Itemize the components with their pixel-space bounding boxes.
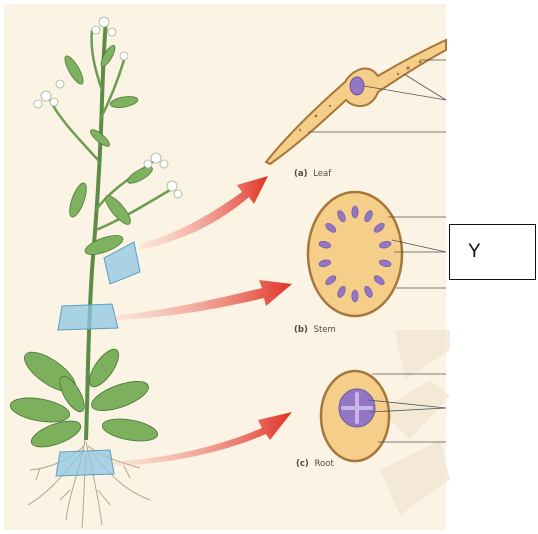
stem-vascular-bundle: [352, 290, 358, 302]
root-label: (c) Root: [296, 459, 334, 469]
root-section-plane: [56, 450, 114, 476]
leaf-label: (a) Leaf: [294, 169, 332, 179]
stem-label-letter: (b): [294, 325, 308, 335]
leaf-label-name: Leaf: [313, 169, 332, 179]
answer-box: Y: [449, 224, 536, 280]
root-label-name: Root: [315, 459, 335, 469]
leaf-label-letter: (a): [294, 169, 308, 179]
root-label-letter: (c): [296, 459, 309, 469]
stem-vascular-bundle: [352, 206, 358, 218]
leaf-vascular-bundle: [350, 77, 364, 95]
stem-label: (b) Stem: [294, 325, 336, 335]
stem-section-plane: [58, 304, 118, 330]
answer-box-label: Y: [468, 241, 481, 263]
stem-label-name: Stem: [314, 325, 336, 335]
